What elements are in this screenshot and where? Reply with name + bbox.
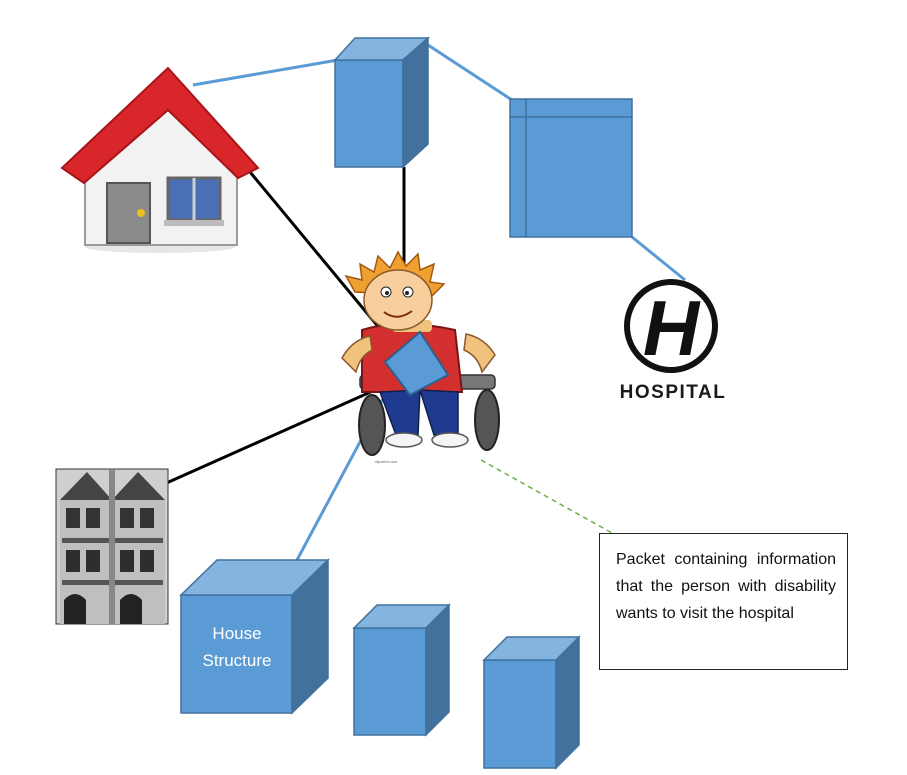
link-hospital-node-to-hospital — [631, 235, 686, 282]
packet-note-box: Packet containing information that the p… — [599, 533, 848, 670]
small-node-cube — [352, 603, 451, 737]
hospital-node-cube — [509, 98, 633, 238]
home-icon — [60, 66, 260, 253]
hospital-logo-ring — [624, 279, 718, 373]
link-home-to-top-node — [192, 58, 339, 87]
house-structure-label: House Structure — [202, 624, 272, 670]
hospital-logo: H — [624, 279, 718, 373]
dashed-link-to-packet-note — [480, 459, 613, 534]
house-structure-cube — [179, 558, 330, 715]
hospital-logo-letter: H — [643, 284, 701, 372]
top-node-cube — [333, 36, 430, 169]
person-in-wheelchair-icon — [341, 250, 500, 456]
hospital-name: HOSPITAL — [619, 382, 727, 403]
packet-icon — [383, 330, 450, 397]
link-top-node-to-hospital-node — [427, 43, 513, 102]
third-node-cube — [482, 635, 581, 770]
packet-note-text: Packet containing information that the p… — [616, 551, 836, 622]
link-person-to-building — [161, 380, 394, 487]
clipart-caption: clipartof.com — [374, 459, 398, 464]
building-photo — [55, 468, 169, 625]
